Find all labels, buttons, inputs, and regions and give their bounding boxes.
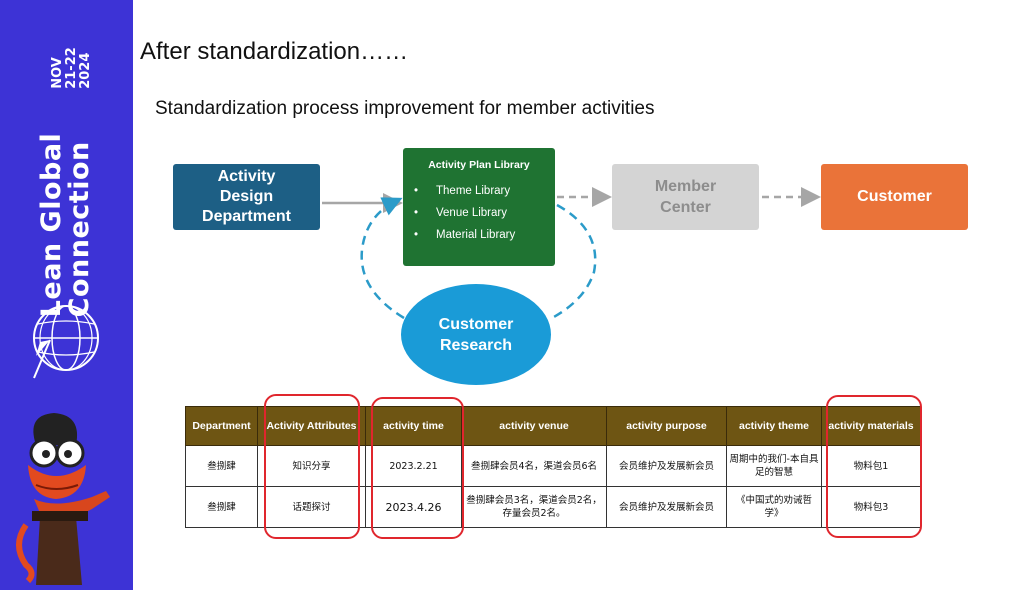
- highlight-activity-materials: [826, 395, 922, 538]
- customer-research-label: Customer Research: [438, 315, 514, 354]
- library-item-material: Material Library: [414, 229, 555, 241]
- customer-box: Customer: [821, 164, 968, 230]
- table-cell-purpose: 会员维护及发展新会员: [606, 486, 727, 528]
- activity-design-department-label: Activity Design Department: [202, 168, 291, 225]
- table-cell-venue: 叁捌肆会员3名，渠道会员2名，存量会员2名。: [461, 486, 607, 528]
- slide-title: After standardization……: [140, 38, 409, 65]
- col-header-activity-venue: activity venue: [461, 406, 607, 446]
- table-cell-materials: 物料包3: [821, 486, 921, 528]
- activity-table: Department Activity Attributes activity …: [185, 406, 921, 528]
- library-item-venue: Venue Library: [414, 207, 555, 219]
- table-cell-department: 叁捌肆: [185, 486, 258, 528]
- col-header-department: Department: [185, 406, 258, 446]
- member-center-box: Member Center: [612, 164, 759, 230]
- customer-research-ellipse: Customer Research: [401, 284, 551, 385]
- col-header-activity-purpose: activity purpose: [606, 406, 727, 446]
- table-cell-materials: 物料包1: [821, 445, 921, 487]
- member-center-label: Member Center: [654, 178, 717, 216]
- table-header-row: Department Activity Attributes activity …: [185, 406, 921, 446]
- highlight-activity-time: [371, 397, 464, 539]
- mascot-at-podium-icon: [16, 413, 110, 585]
- library-item-theme: Theme Library: [414, 185, 555, 197]
- slide-subtitle: Standardization process improvement for …: [155, 98, 655, 119]
- arrow-library-to-research: [551, 203, 597, 320]
- table-cell-theme: 周期中的我们-本自具足的智慧: [726, 445, 822, 487]
- activity-design-department-box: Activity Design Department: [173, 164, 320, 230]
- highlight-activity-attributes: [264, 394, 360, 539]
- table-cell-attributes: 话题探讨: [257, 486, 366, 528]
- globe-logo-icon: [33, 305, 99, 379]
- table-cell-theme: 《中国式的劝诫哲学》: [726, 486, 822, 528]
- event-sidebar: NOV 21-22 2024 Lean Global Connection: [0, 0, 133, 590]
- activity-plan-library-title: Activity Plan Library: [428, 159, 530, 171]
- col-header-activity-materials: activity materials: [821, 406, 921, 446]
- arrow-research-to-library: [360, 197, 405, 320]
- customer-label: Customer: [857, 188, 932, 205]
- activity-plan-library-box: Activity Plan Library Theme Library Venu…: [403, 148, 555, 266]
- table-row: 叁捌肆 知识分享 2023.2.21 叁捌肆会员4名，渠道会员6名 会员维护及发…: [185, 445, 921, 487]
- table-cell-department: 叁捌肆: [185, 445, 258, 487]
- activity-plan-library-list: Theme Library Venue Library Material Lib…: [403, 185, 555, 241]
- table-row: 叁捌肆 话题探讨 2023.4.26 叁捌肆会员3名，渠道会员2名，存量会员2名…: [185, 486, 921, 528]
- col-header-activity-theme: activity theme: [726, 406, 822, 446]
- table-cell-venue: 叁捌肆会员4名，渠道会员6名: [461, 445, 607, 487]
- table-cell-purpose: 会员维护及发展新会员: [606, 445, 727, 487]
- col-header-activity-time: activity time: [365, 406, 462, 446]
